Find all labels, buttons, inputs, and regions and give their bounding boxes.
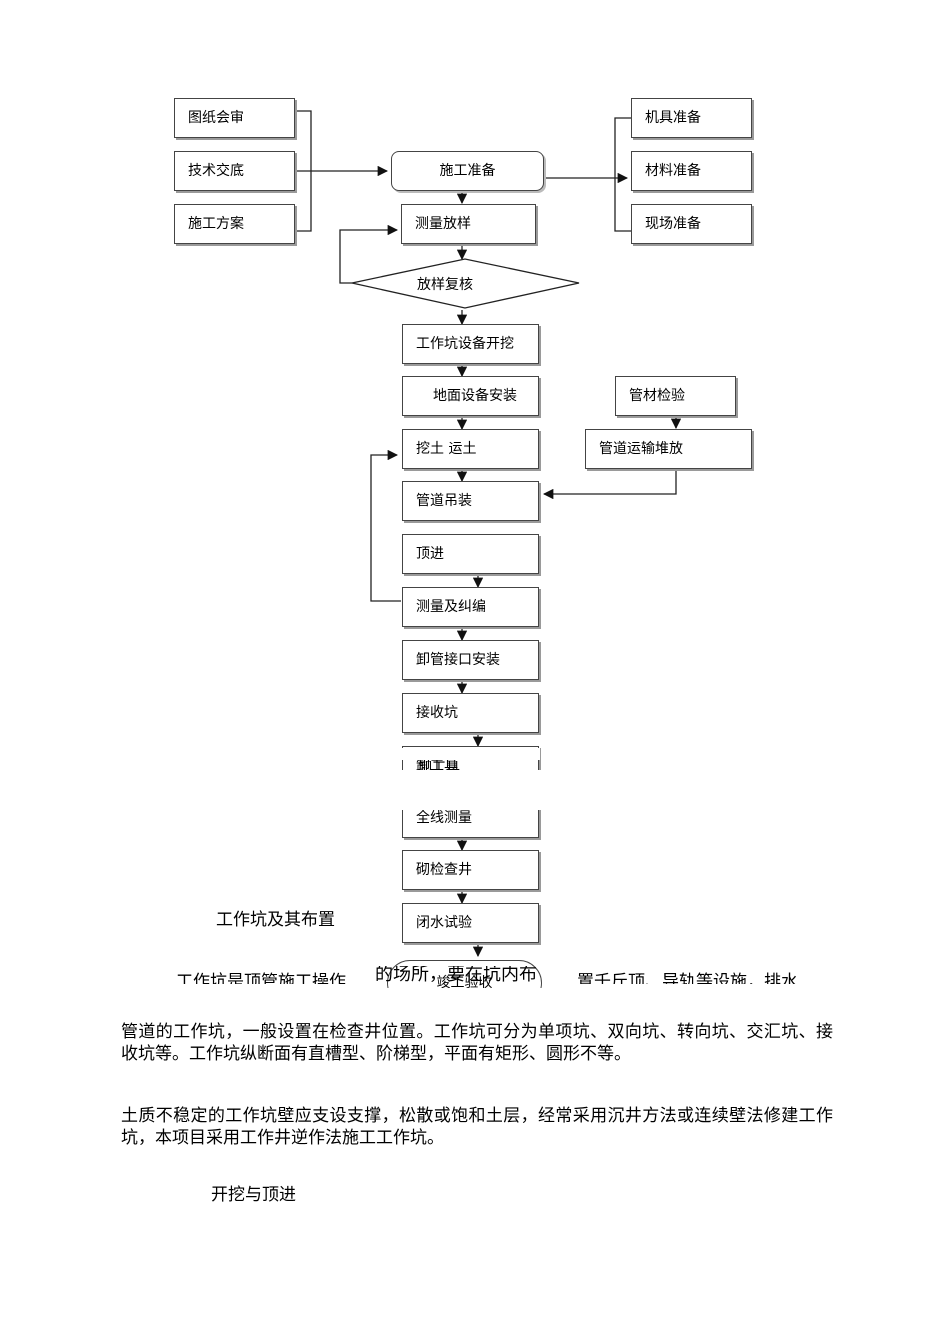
overlap-line-clip: 工作坑是顶管施工操作 的场所，要在坑内布 置千斤顶、导轨等设施，排水 [170,966,830,984]
page-break-strip [402,748,540,760]
step-box-pipe-hoisting: 管道吊装 [402,481,539,521]
heading-work-pit: 工作坑及其布置 [216,910,335,930]
step-box-pipe-joint: 卸管接口安装 [402,640,539,680]
step-box-closed-water-test: 闭水试验 [402,903,539,943]
output-box-materials: 材料准备 [631,151,752,191]
pipe-transport-box: 管道运输堆放 [585,429,752,469]
pipe-check-box: 管材检验 [615,376,736,416]
step-remove-tools-fragment: 卸工具 [418,761,460,770]
final-oval: 竣工验收 [387,960,542,988]
flowchart-connectors [295,110,682,958]
step-box-inspection-well: 砌检查井 [402,850,539,890]
step-box-ground-equipment: 地面设备安装 [402,376,539,416]
check-diamond-label: 放样复核 [417,277,473,293]
paragraph-pit-types: 管道的工作坑，一般设置在检查井位置。工作坑可分为单项坑、双向坑、转向坑、交汇坑、… [121,1022,833,1064]
output-box-site: 现场准备 [631,204,752,244]
prep-box: 施工准备 [391,151,544,191]
paragraph-pit-support: 土质不稳定的工作坑壁应支设支撑，松散或饱和土层，经常采用沉井方法或连续壁法修建工… [121,1106,833,1148]
output-box-equipment: 机具准备 [631,98,752,138]
page-break-gap [390,770,550,810]
overlap-text-left: 工作坑是顶管施工操作 [176,972,346,985]
input-box-construction-plan: 施工方案 [174,204,295,244]
survey-box: 测量放样 [401,204,536,244]
step-box-receiving-pit: 接收坑 [402,693,539,733]
input-box-tech-briefing: 技术交底 [174,151,295,191]
step-box-jacking: 顶进 [402,534,539,574]
overlap-text-right: 置千斤顶、导轨等设施，排水 [577,972,798,985]
step-box-survey-correction: 测量及纠编 [402,587,539,627]
check-diamond [351,258,580,309]
input-box-drawing-review: 图纸会审 [174,98,295,138]
overlap-text-middle: 的场所，要在坑内布 [375,966,537,984]
heading-excavation-jacking: 开挖与顶进 [211,1185,296,1205]
step-box-dig-transport: 挖土 运土 [402,429,539,469]
step-box-pit-excavation: 工作坑设备开挖 [402,324,539,364]
final-oval-clip: 竣工验收 [380,958,555,988]
